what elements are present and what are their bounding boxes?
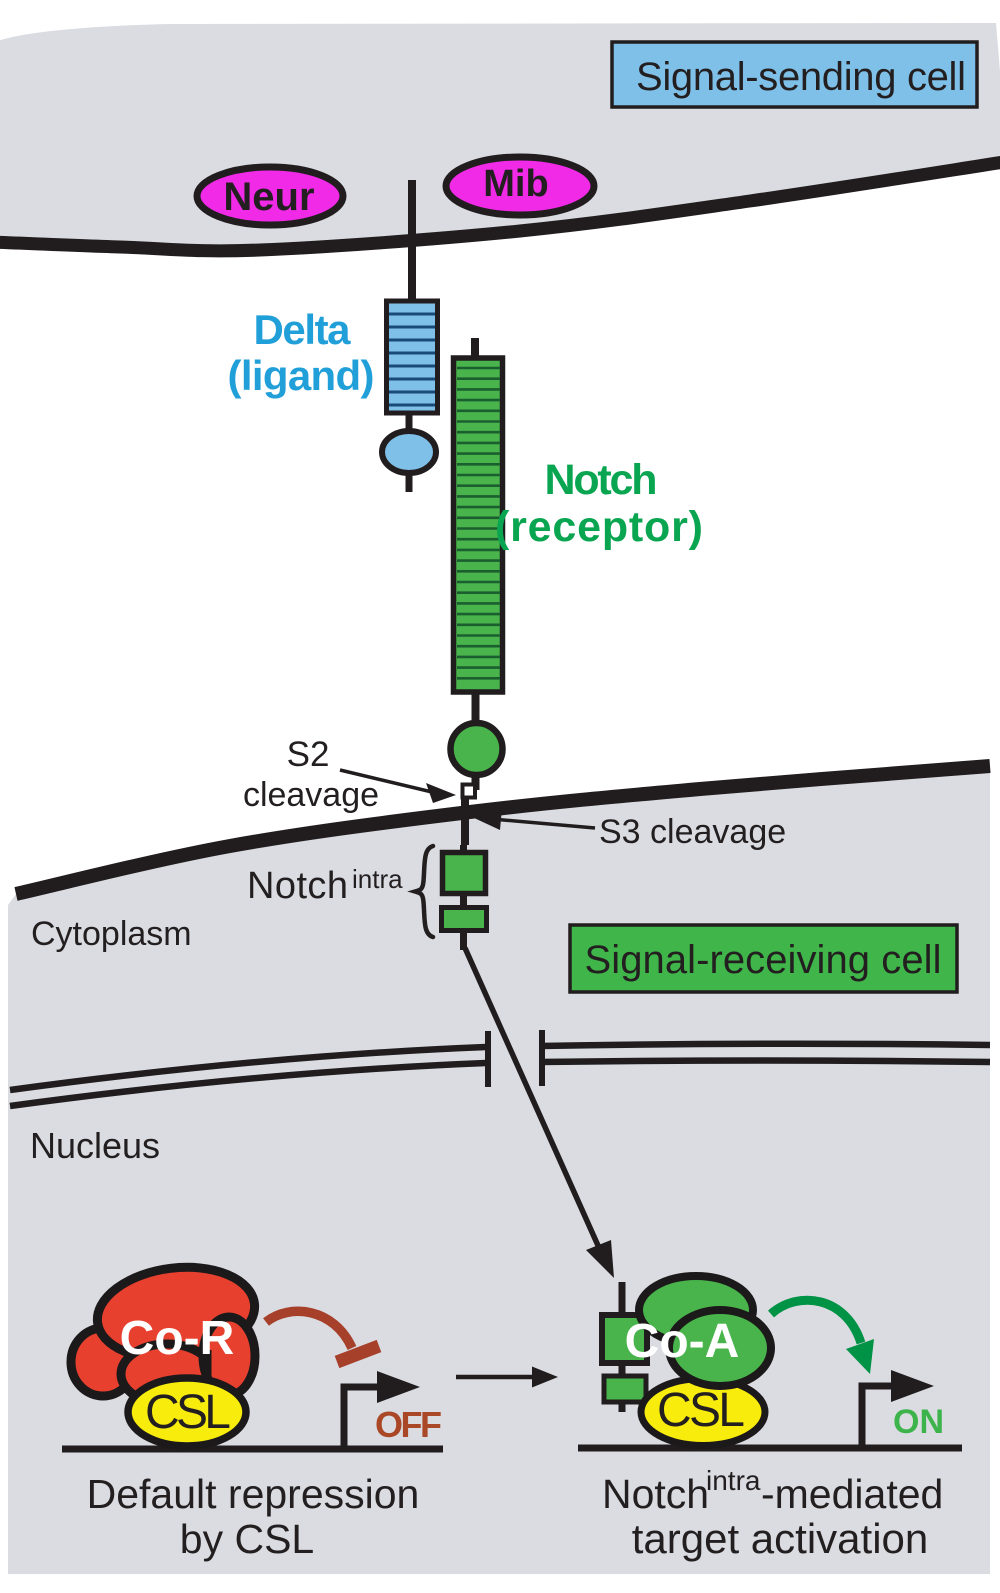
svg-text:target activation: target activation xyxy=(632,1515,929,1562)
svg-text:OFF: OFF xyxy=(375,1404,442,1445)
svg-text:Mib: Mib xyxy=(483,163,548,205)
svg-text:(ligand): (ligand) xyxy=(228,352,375,399)
svg-text:Cytoplasm: Cytoplasm xyxy=(31,915,192,953)
svg-text:S3 cleavage: S3 cleavage xyxy=(599,813,786,851)
svg-text:Nucleus: Nucleus xyxy=(30,1125,160,1166)
svg-text:Neur: Neur xyxy=(223,175,314,219)
svg-text:Co-R: Co-R xyxy=(120,1312,235,1365)
svg-text:CSL: CSL xyxy=(145,1386,231,1439)
svg-text:Default repression: Default repression xyxy=(87,1471,420,1517)
svg-text:Delta: Delta xyxy=(254,306,352,353)
svg-text:Notch: Notch xyxy=(602,1471,709,1517)
svg-text:CSL: CSL xyxy=(657,1384,745,1437)
svg-text:ON: ON xyxy=(893,1403,944,1441)
svg-text:Notch: Notch xyxy=(545,456,658,504)
svg-text:cleavage: cleavage xyxy=(243,776,379,814)
svg-text:Signal-sending cell: Signal-sending cell xyxy=(636,55,966,99)
svg-text:(receptor): (receptor) xyxy=(495,503,703,551)
svg-text:by CSL: by CSL xyxy=(180,1516,314,1562)
svg-text:Signal-receiving cell: Signal-receiving cell xyxy=(585,938,942,982)
svg-text:intra: intra xyxy=(706,1465,761,1496)
svg-text:Notch: Notch xyxy=(247,865,348,907)
svg-text:S2: S2 xyxy=(287,735,330,774)
svg-text:Co-A: Co-A xyxy=(625,1315,740,1368)
svg-text:intra: intra xyxy=(352,864,403,894)
svg-text:-mediated: -mediated xyxy=(761,1471,943,1517)
